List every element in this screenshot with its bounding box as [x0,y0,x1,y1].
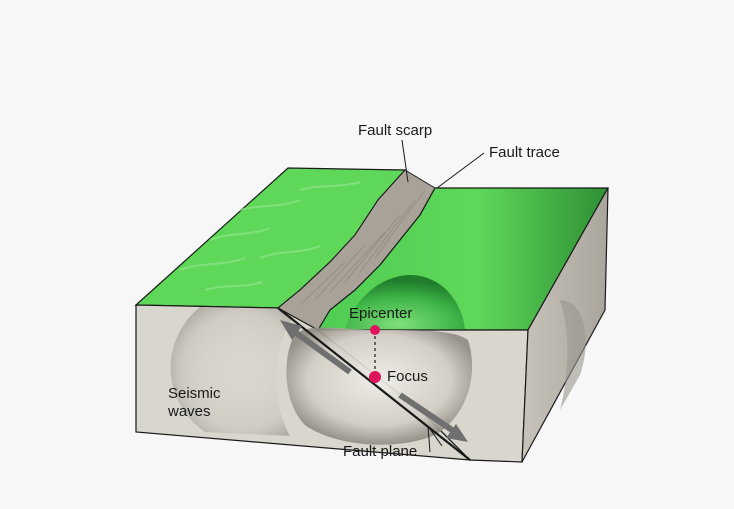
epicenter-dome [345,275,465,330]
seismic-waves-line2: waves [168,403,211,420]
left-top-texture [179,181,361,291]
right-block-side [521,187,609,463]
fault-trace-label: Fault trace [489,144,560,161]
epicenter-label: Epicenter [349,305,413,322]
seismic-waves-line1: Seismic [168,385,221,402]
fault-plane-line [277,307,471,461]
fault-scarp-leader [401,139,409,183]
focus-marker [369,371,381,383]
epicenter-marker [370,325,380,335]
fault-trace-leader [436,152,485,189]
seismic-waves-label: Seismic waves [168,385,221,421]
slip-arrow-up [280,320,352,375]
focus-label: Focus [387,368,428,385]
slip-arrow-down [398,392,468,442]
fault-plane-leader [427,425,443,453]
scarp-texture [299,189,426,306]
fault-scarp-label: Fault scarp [358,122,433,139]
fault-plane-label: Fault plane [343,443,418,460]
left-wave-shading [170,307,300,436]
side-wave-shading [560,300,586,410]
